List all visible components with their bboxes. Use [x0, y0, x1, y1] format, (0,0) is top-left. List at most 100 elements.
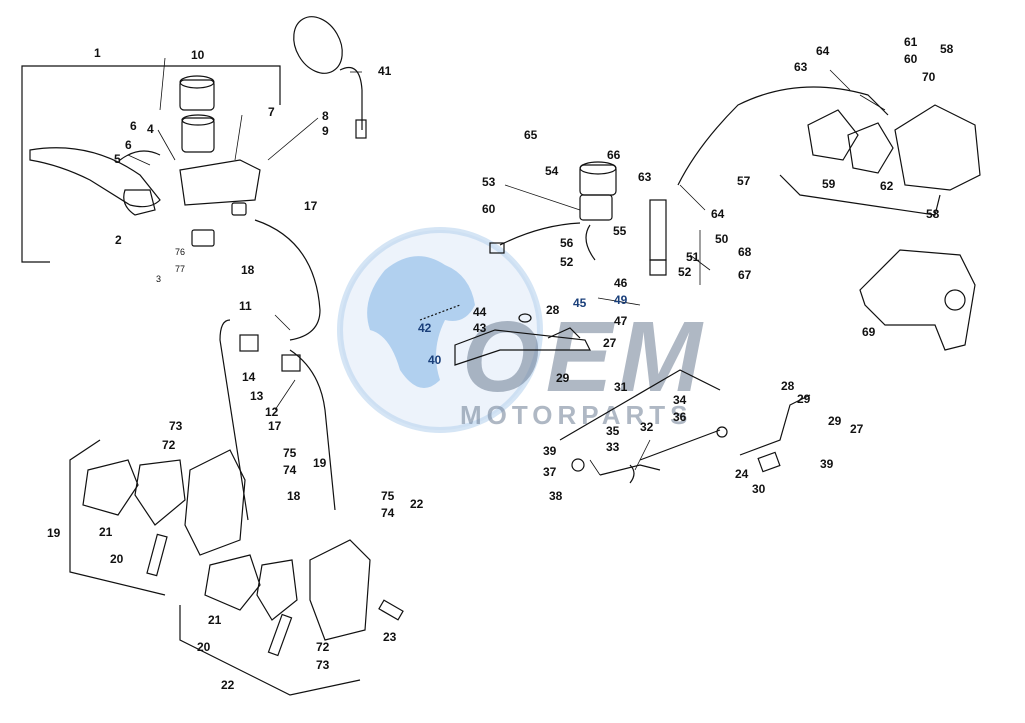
callout-68: 68 — [738, 245, 752, 259]
callout-21-lower: 21 — [208, 613, 222, 627]
callout-21-upper: 21 — [99, 525, 113, 539]
callout-39-right: 39 — [820, 457, 834, 471]
gear-linkage-drawing — [559, 369, 811, 484]
callout-42: 42 — [418, 321, 432, 335]
callout-64-left: 64 — [711, 207, 725, 221]
callout-10: 10 — [191, 48, 205, 62]
callout-60-left: 60 — [482, 202, 496, 216]
callout-1: 1 — [94, 46, 101, 60]
front-master-cylinder-drawing — [29, 75, 261, 247]
callout-22-right: 22 — [410, 497, 424, 511]
callout-55: 55 — [613, 224, 627, 238]
rear-brake-pedal-drawing — [419, 304, 591, 366]
callout-75-lower: 75 — [381, 489, 395, 503]
callout-59: 59 — [822, 177, 836, 191]
callout-45: 45 — [573, 296, 587, 310]
callout-30: 30 — [752, 482, 766, 496]
callout-67: 67 — [738, 268, 752, 282]
callout-23: 23 — [383, 630, 397, 644]
callout-41: 41 — [378, 64, 392, 78]
callout-63-right: 63 — [794, 60, 808, 74]
callout-57: 57 — [737, 174, 751, 188]
callout-52-left: 52 — [560, 255, 574, 269]
master-cylinder-group-bracket — [21, 65, 281, 263]
callout-56: 56 — [560, 236, 574, 250]
callout-7: 7 — [268, 105, 275, 119]
callout-37: 37 — [543, 465, 557, 479]
callout-75-upper: 75 — [283, 446, 297, 460]
callout-6-lower: 6 — [125, 138, 132, 152]
leader-lines — [127, 57, 886, 476]
callout-65: 65 — [524, 128, 538, 142]
callout-20-lower: 20 — [197, 640, 211, 654]
callout-74-lower: 74 — [381, 506, 395, 520]
rear-brake-hose-drawing — [677, 86, 889, 186]
callout-34: 34 — [673, 393, 687, 407]
callout-17-upper: 17 — [304, 199, 318, 213]
callout-66: 66 — [607, 148, 621, 162]
callout-27-pedal: 27 — [603, 336, 617, 350]
callout-6-upper: 6 — [130, 119, 137, 133]
callout-44: 44 — [473, 305, 487, 319]
callout-39-left: 39 — [543, 444, 557, 458]
callout-52-right: 52 — [678, 265, 692, 279]
callout-49: 49 — [614, 293, 628, 307]
callout-70: 70 — [922, 70, 936, 84]
callout-35: 35 — [606, 424, 620, 438]
caliper-bracket-drawing — [859, 249, 976, 351]
callout-22-bottom: 22 — [221, 678, 235, 692]
callout-61: 61 — [904, 35, 918, 49]
callout-60-right: 60 — [904, 52, 918, 66]
callout-64-right: 64 — [816, 44, 830, 58]
callout-47: 47 — [614, 314, 628, 328]
callout-28-linkage: 28 — [781, 379, 795, 393]
callout-2: 2 — [115, 233, 122, 247]
callout-14: 14 — [242, 370, 256, 384]
front-caliper-right-drawing — [204, 539, 404, 657]
callout-27-linkage: 27 — [850, 422, 864, 436]
callout-17-lower: 17 — [268, 419, 282, 433]
callout-18-lower: 18 — [287, 489, 301, 503]
callout-63-left: 63 — [638, 170, 652, 184]
front-brake-hose-drawing — [219, 219, 336, 521]
callout-11: 11 — [239, 299, 252, 313]
callout-31: 31 — [614, 380, 628, 394]
callout-58-bottom: 58 — [926, 207, 940, 221]
callout-53: 53 — [482, 175, 496, 189]
callout-29-pedal: 29 — [556, 371, 570, 385]
callout-72-lower: 72 — [316, 640, 330, 654]
callout-38: 38 — [549, 489, 563, 503]
mirror-drawing — [293, 16, 367, 139]
callout-43: 43 — [473, 321, 487, 335]
callout-40: 40 — [428, 353, 442, 367]
callout-12: 12 — [265, 405, 279, 419]
callout-9: 9 — [322, 124, 329, 138]
callout-46: 46 — [614, 276, 628, 290]
callout-13: 13 — [250, 389, 264, 403]
rear-master-cylinder-drawing — [489, 161, 667, 276]
callout-76: 76 — [175, 247, 186, 257]
callout-69: 69 — [862, 325, 876, 339]
callout-73-lower: 73 — [316, 658, 330, 672]
callout-62: 62 — [880, 179, 894, 193]
callout-51: 51 — [686, 250, 700, 264]
caliper-group-brackets — [69, 439, 361, 696]
callout-29-linkage-right: 29 — [828, 414, 842, 428]
callout-5: 5 — [114, 152, 121, 166]
callout-74-upper: 74 — [283, 463, 297, 477]
watermark-logo-text: OEM — [462, 301, 708, 413]
callout-8: 8 — [322, 109, 329, 123]
callout-3: 3 — [156, 274, 162, 284]
front-caliper-left-drawing — [82, 449, 246, 577]
callout-29-linkage-top: 29 — [797, 392, 811, 406]
callout-20-upper: 20 — [110, 552, 124, 566]
callout-54: 54 — [545, 164, 559, 178]
callout-58-right: 58 — [940, 42, 954, 56]
callout-32: 32 — [640, 420, 654, 434]
callout-36: 36 — [673, 410, 687, 424]
callout-77: 77 — [175, 264, 186, 274]
callout-72-upper: 72 — [162, 438, 176, 452]
